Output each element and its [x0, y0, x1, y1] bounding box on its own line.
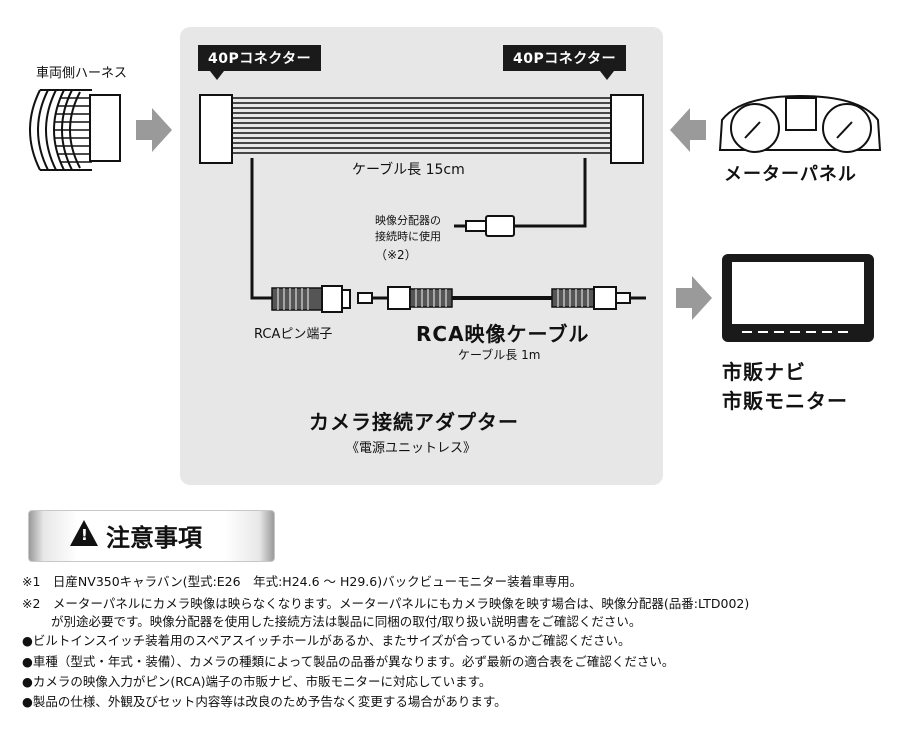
notice-line: ※1 日産NV350キャラバン(型式:E26 年式:H24.6 ～ H29.6)… — [22, 574, 583, 589]
wire-to-rca-pin — [250, 158, 272, 300]
notice-title: 注意事項 — [106, 524, 202, 552]
vehicle-harness-graphic — [29, 89, 92, 171]
adapter-subtitle: 《電源ユニットレス》 — [346, 441, 477, 456]
connector-label-left: 40Pコネクター — [198, 45, 322, 80]
harness-connector — [89, 94, 121, 162]
notice-line: ●ビルトインスイッチ装着用のスペアスイッチホールがあるか、またサイズが合っている… — [22, 633, 631, 648]
rca-pin-label: RCAピン端子 — [254, 327, 333, 342]
ribbon-cable — [232, 97, 611, 154]
wiring-diagram — [29, 89, 882, 342]
meter-panel-graphic — [718, 94, 882, 153]
rca-cable-label: RCA映像ケーブル — [416, 322, 590, 346]
cable-length-label: ケーブル長 15cm — [352, 162, 465, 178]
connector-left — [199, 94, 233, 164]
arrow-right-harness — [136, 108, 172, 152]
notice-line: ●車種（型式・年式・装備）、カメラの種類によって製品の品番が異なります。必ず最新… — [22, 654, 675, 669]
rca-pin-terminal — [271, 285, 351, 313]
splitter-rca-plug — [454, 215, 515, 237]
adapter-title: カメラ接続アダプター — [309, 410, 519, 434]
meter-panel-label: メーターパネル — [724, 164, 857, 185]
notice-banner — [28, 510, 275, 562]
wire-to-splitter — [512, 158, 587, 228]
connector-right — [610, 94, 644, 164]
splitter-note-line2: 接続時に使用 — [375, 230, 441, 243]
vehicle-harness-label: 車両側ハーネス — [36, 66, 128, 81]
navi-label-line1: 市販ナビ — [722, 360, 806, 384]
splitter-note-line1: 映像分配器の — [375, 214, 441, 227]
rca-video-cable — [357, 286, 646, 310]
notice-line: ●カメラの映像入力がピン(RCA)端子の市販ナビ、市販モニターに対応しています。 — [22, 674, 492, 689]
navi-label-line2: 市販モニター — [722, 389, 848, 413]
connector-label-right: 40Pコネクター — [503, 45, 627, 80]
rca-cable-length-label: ケーブル長 1m — [458, 348, 541, 362]
notice-line: ※2 メーターパネルにカメラ映像は映らなくなります。メーターパネルにもカメラ映像… — [22, 596, 750, 611]
arrow-right-navi — [676, 276, 712, 320]
notice-line: が別途必要です。映像分配器を使用した接続方法は製品に同梱の取付/取り扱い説明書を… — [22, 614, 642, 629]
splitter-note-line3: （※2） — [375, 248, 417, 262]
arrow-left-meter — [670, 108, 706, 152]
monitor-graphic — [722, 254, 874, 342]
warning-icon: ! — [70, 520, 98, 546]
notice-line: ●製品の仕様、外観及びセット内容等は改良のため予告なく変更する場合があります。 — [22, 694, 507, 709]
